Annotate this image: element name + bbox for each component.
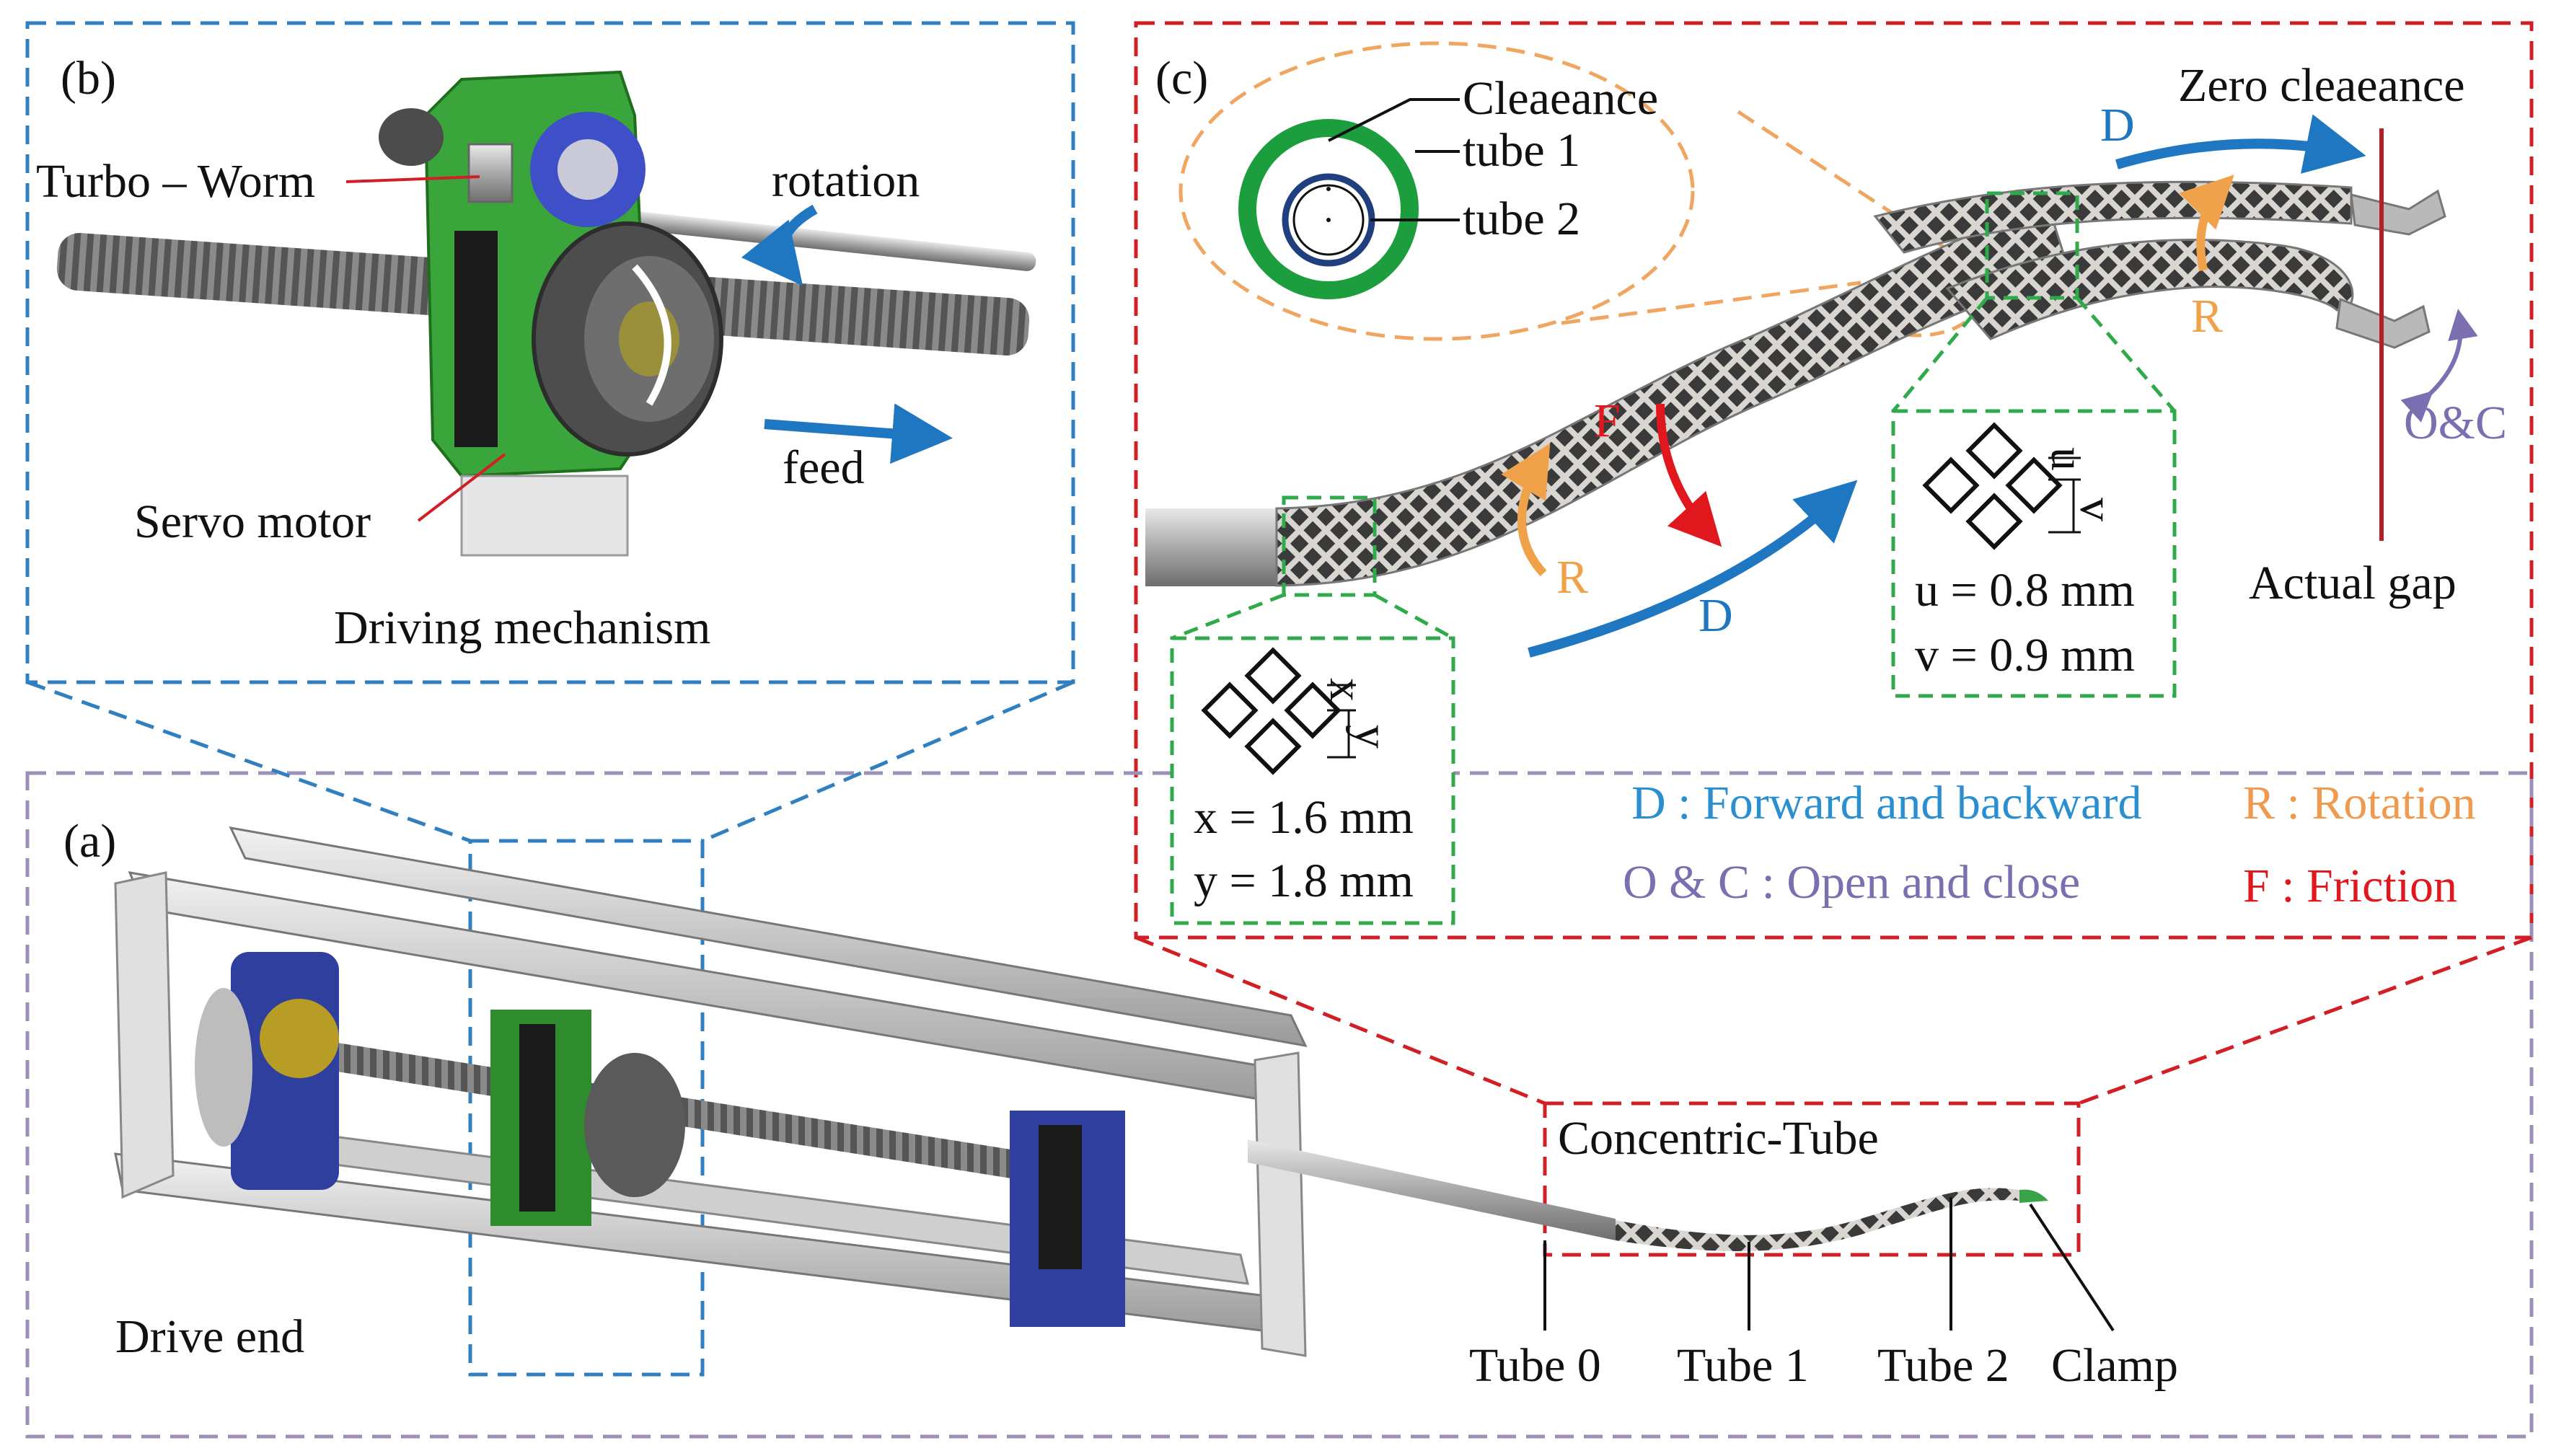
- diamond-cells-2: [1922, 422, 2063, 550]
- panel-b-frame: [25, 21, 1075, 684]
- feed-label: feed: [783, 441, 865, 494]
- panel-a-tag: (a): [63, 815, 116, 868]
- concentric-tube-label: Concentric-Tube: [1558, 1112, 1879, 1165]
- turbo-worm-part: [467, 143, 514, 203]
- r-label-right: R: [2191, 290, 2223, 343]
- tube1-label: tube 1: [1463, 124, 1580, 177]
- pulley-rotation-arrow: [632, 264, 671, 406]
- zoom-connector-c-right: [2078, 935, 2532, 1106]
- servo-motor-label: Servo motor: [134, 495, 371, 548]
- tube1-mesh-a: [1616, 1188, 2019, 1251]
- cross-section-callout: [1178, 41, 1695, 341]
- forward-arrow-bottom: [1528, 480, 1858, 658]
- d-label-bottom: D: [1699, 589, 1733, 642]
- tube2-label-a: Tube 2: [1877, 1339, 2009, 1392]
- mesh-tube2-upper: [1873, 180, 2353, 254]
- panel-c: (c) Cleaeance tube 1 tube 2: [1145, 41, 2507, 925]
- friction-arrow: [1656, 403, 1722, 547]
- oc-label: O&C: [2404, 397, 2507, 449]
- base-block: [460, 475, 629, 557]
- f-label: F: [1594, 394, 1621, 447]
- u-value: u = 0.8 mm: [1915, 564, 2135, 617]
- tube2-tip-a: [2019, 1189, 2048, 1203]
- right-end-plate: [1254, 1051, 1307, 1357]
- turbo-worm-leader: [345, 175, 480, 183]
- u-symbol: u: [2041, 447, 2094, 471]
- gripper-upper: [2350, 189, 2446, 236]
- motor-cap: [379, 108, 444, 166]
- rotation-arrow-right: [2179, 175, 2234, 272]
- top-rail: [229, 826, 1308, 1047]
- v-symbol: v: [2070, 498, 2123, 521]
- panel-a: (a) Drive end Concentric-Tube Tube: [63, 815, 2178, 1392]
- left-end-plate: [114, 871, 175, 1199]
- legend-f: F : Friction: [2243, 860, 2457, 912]
- actual-gap-label: Actual gap: [2249, 557, 2457, 609]
- y-value: y = 1.8 mm: [1194, 855, 1414, 907]
- tube1-label-a: Tube 1: [1677, 1339, 1809, 1392]
- tube0-shaft: [1248, 1139, 1616, 1240]
- legend-r: R : Rotation: [2243, 777, 2476, 829]
- v-value: v = 0.9 mm: [1915, 629, 2135, 681]
- panel-c-frame: [1134, 21, 2534, 940]
- open-close-arrow: [2400, 309, 2478, 423]
- panel-b-tag: (b): [61, 52, 116, 105]
- mesh-detail-marker-2: [1985, 191, 2079, 300]
- x-symbol: x: [1320, 678, 1373, 702]
- tube2-label: tube 2: [1463, 193, 1580, 245]
- rotation-arrow-left: [1501, 443, 1551, 577]
- zoom-connector-right: [702, 680, 1074, 843]
- clearance-label: Cleaeance: [1463, 72, 1658, 125]
- panel-b: (b) Turbo – Worm rotation feed Servo mot…: [36, 52, 1036, 654]
- turbo-worm-label: Turbo – Worm: [36, 155, 315, 208]
- clamp-label: Clamp: [2051, 1339, 2178, 1392]
- panel-c-tag: (c): [1155, 52, 1208, 105]
- zoom-connector-left: [27, 680, 471, 843]
- panel-frames: [25, 21, 2534, 1439]
- d-label-top: D: [2100, 99, 2135, 151]
- zoom-connector-c-left: [1135, 935, 1546, 1106]
- y-symbol: y: [1345, 725, 1398, 749]
- feed-arrow: [764, 403, 953, 464]
- x-value: x = 1.6 mm: [1194, 791, 1414, 844]
- legend-d: D : Forward and backward: [1631, 777, 2141, 829]
- forward-arrow-top: [2115, 114, 2366, 174]
- rotation-label: rotation: [772, 154, 920, 207]
- servo-motor-body: [454, 231, 498, 447]
- drive-end-label: Drive end: [115, 1310, 304, 1363]
- rotation-arrow: [741, 204, 818, 286]
- legend-oc: O & C : Open and close: [1623, 856, 2080, 909]
- zero-clearance-label: Zero cleaeance: [2178, 59, 2464, 112]
- r-label-left: R: [1556, 551, 1588, 604]
- servo-motor-leader: [417, 453, 506, 522]
- zoom-box-tube: [1543, 1101, 2081, 1257]
- driving-mechanism-caption: Driving mechanism: [334, 601, 710, 654]
- outer-tube0: [1145, 508, 1282, 586]
- diamond-cells-1: [1201, 647, 1341, 775]
- tube0-label: Tube 0: [1469, 1339, 1601, 1392]
- mesh-detail-marker-1: [1282, 495, 1377, 597]
